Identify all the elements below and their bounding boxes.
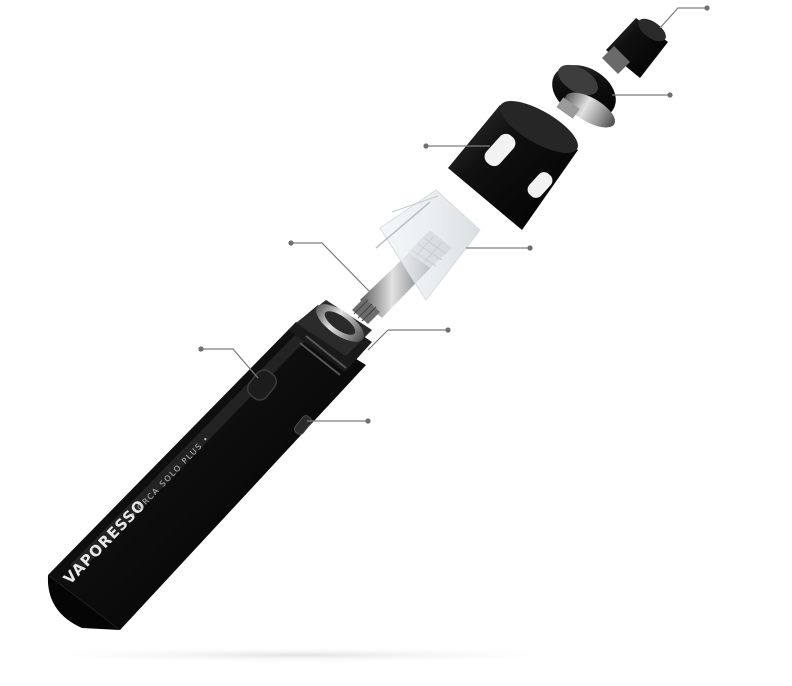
callout-leaders bbox=[198, 5, 710, 424]
sleeve-icon bbox=[448, 101, 578, 230]
glass-icon bbox=[375, 189, 481, 301]
battery-body bbox=[47, 300, 372, 630]
leader-tank-base bbox=[367, 329, 448, 351]
top-cap-icon bbox=[552, 64, 616, 128]
drip-tip-icon bbox=[602, 18, 668, 78]
leader-coil bbox=[291, 242, 371, 293]
ground-shadow bbox=[0, 647, 600, 663]
fire-button-icon bbox=[246, 369, 278, 401]
leader-drip-tip bbox=[659, 7, 707, 29]
usb-port-icon bbox=[294, 415, 312, 435]
leader-fire-button bbox=[201, 348, 259, 379]
